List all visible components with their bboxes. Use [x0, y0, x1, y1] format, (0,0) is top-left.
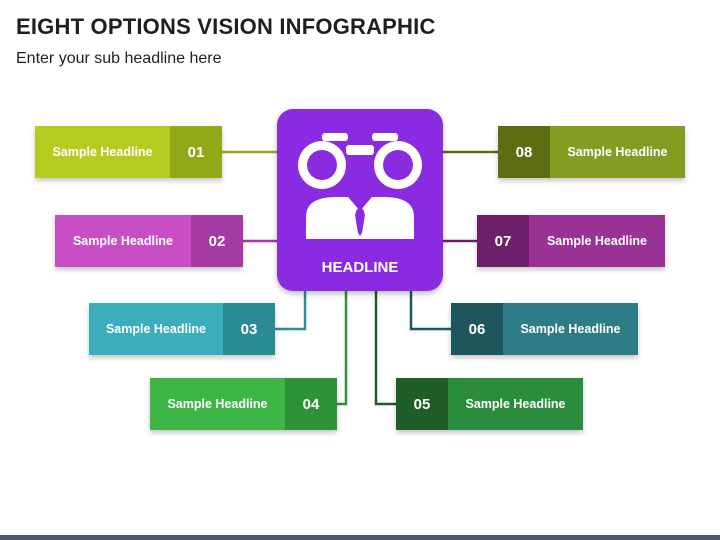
option-06-number: 06 [451, 303, 503, 355]
option-05: 05 Sample Headline [396, 378, 583, 430]
option-03-number: 03 [223, 303, 275, 355]
binoculars-person-icon [298, 133, 422, 239]
hub-headline-label: HEADLINE [321, 259, 399, 276]
option-07-label: Sample Headline [529, 215, 665, 267]
page-title: EIGHT OPTIONS VISION INFOGRAPHIC [16, 14, 436, 39]
option-05-label: Sample Headline [448, 378, 583, 430]
option-08: 08 Sample Headline [498, 126, 685, 178]
bottom-bar [0, 535, 720, 540]
option-07: 07 Sample Headline [477, 215, 665, 267]
option-02: Sample Headline 02 [55, 215, 243, 267]
option-01: Sample Headline 01 [35, 126, 222, 178]
connector-04 [337, 291, 348, 406]
option-01-number: 01 [170, 126, 222, 178]
option-02-label: Sample Headline [55, 215, 191, 267]
option-04-number: 04 [285, 378, 337, 430]
option-06: 06 Sample Headline [451, 303, 638, 355]
option-02-number: 02 [191, 215, 243, 267]
option-03: Sample Headline 03 [89, 303, 275, 355]
option-08-label: Sample Headline [550, 126, 685, 178]
option-04: Sample Headline 04 [150, 378, 337, 430]
connector-06 [409, 291, 451, 331]
option-05-number: 05 [396, 378, 448, 430]
option-01-label: Sample Headline [35, 126, 170, 178]
option-03-label: Sample Headline [89, 303, 223, 355]
connector-03 [275, 291, 307, 331]
connector-05 [374, 291, 396, 406]
option-06-label: Sample Headline [503, 303, 638, 355]
option-08-number: 08 [498, 126, 550, 178]
page-subtitle: Enter your sub headline here [16, 50, 222, 67]
option-07-number: 07 [477, 215, 529, 267]
option-04-label: Sample Headline [150, 378, 285, 430]
central-headline-box: HEADLINE [277, 109, 443, 291]
